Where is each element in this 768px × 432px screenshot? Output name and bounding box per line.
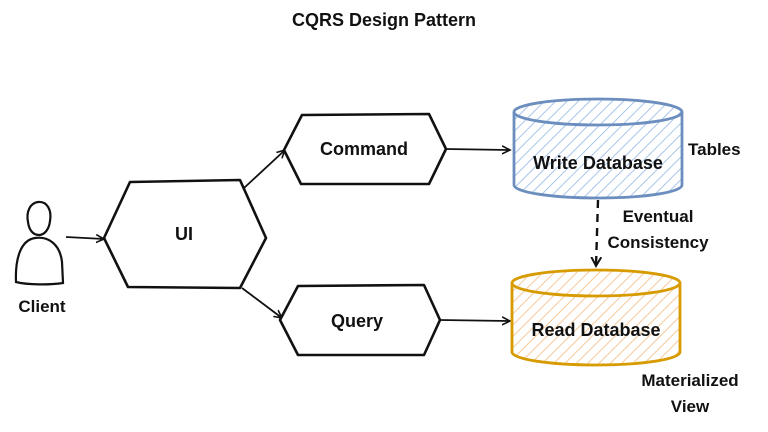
- eventual-consistency-arrow: [596, 199, 598, 266]
- command-label: Command: [320, 139, 408, 159]
- read-database-label: Read Database: [531, 320, 660, 340]
- ui-node[interactable]: UI: [102, 178, 268, 290]
- consistency-label: Consistency: [607, 233, 709, 252]
- command-to-write-db-arrow: [445, 149, 510, 150]
- write-database-node[interactable]: Write Database: [512, 97, 684, 200]
- ui-label: UI: [175, 224, 193, 244]
- materialized-label: Materialized: [641, 371, 738, 390]
- query-to-read-db-arrow: [439, 320, 510, 321]
- command-node[interactable]: Command: [282, 112, 448, 186]
- client-label: Client: [18, 297, 66, 316]
- ui-to-query-arrow: [241, 287, 282, 318]
- tables-label: Tables: [688, 140, 741, 159]
- client-to-ui-arrow: [65, 237, 104, 239]
- ui-to-command-arrow: [243, 150, 285, 189]
- write-database-label: Write Database: [533, 153, 663, 173]
- diagram-title: CQRS Design Pattern: [292, 10, 476, 30]
- read-database-node[interactable]: Read Database: [510, 268, 682, 367]
- view-label: View: [671, 397, 710, 416]
- query-node[interactable]: Query: [278, 283, 442, 357]
- query-label: Query: [331, 311, 383, 331]
- eventual-label: Eventual: [623, 207, 694, 226]
- person-icon: [14, 200, 65, 286]
